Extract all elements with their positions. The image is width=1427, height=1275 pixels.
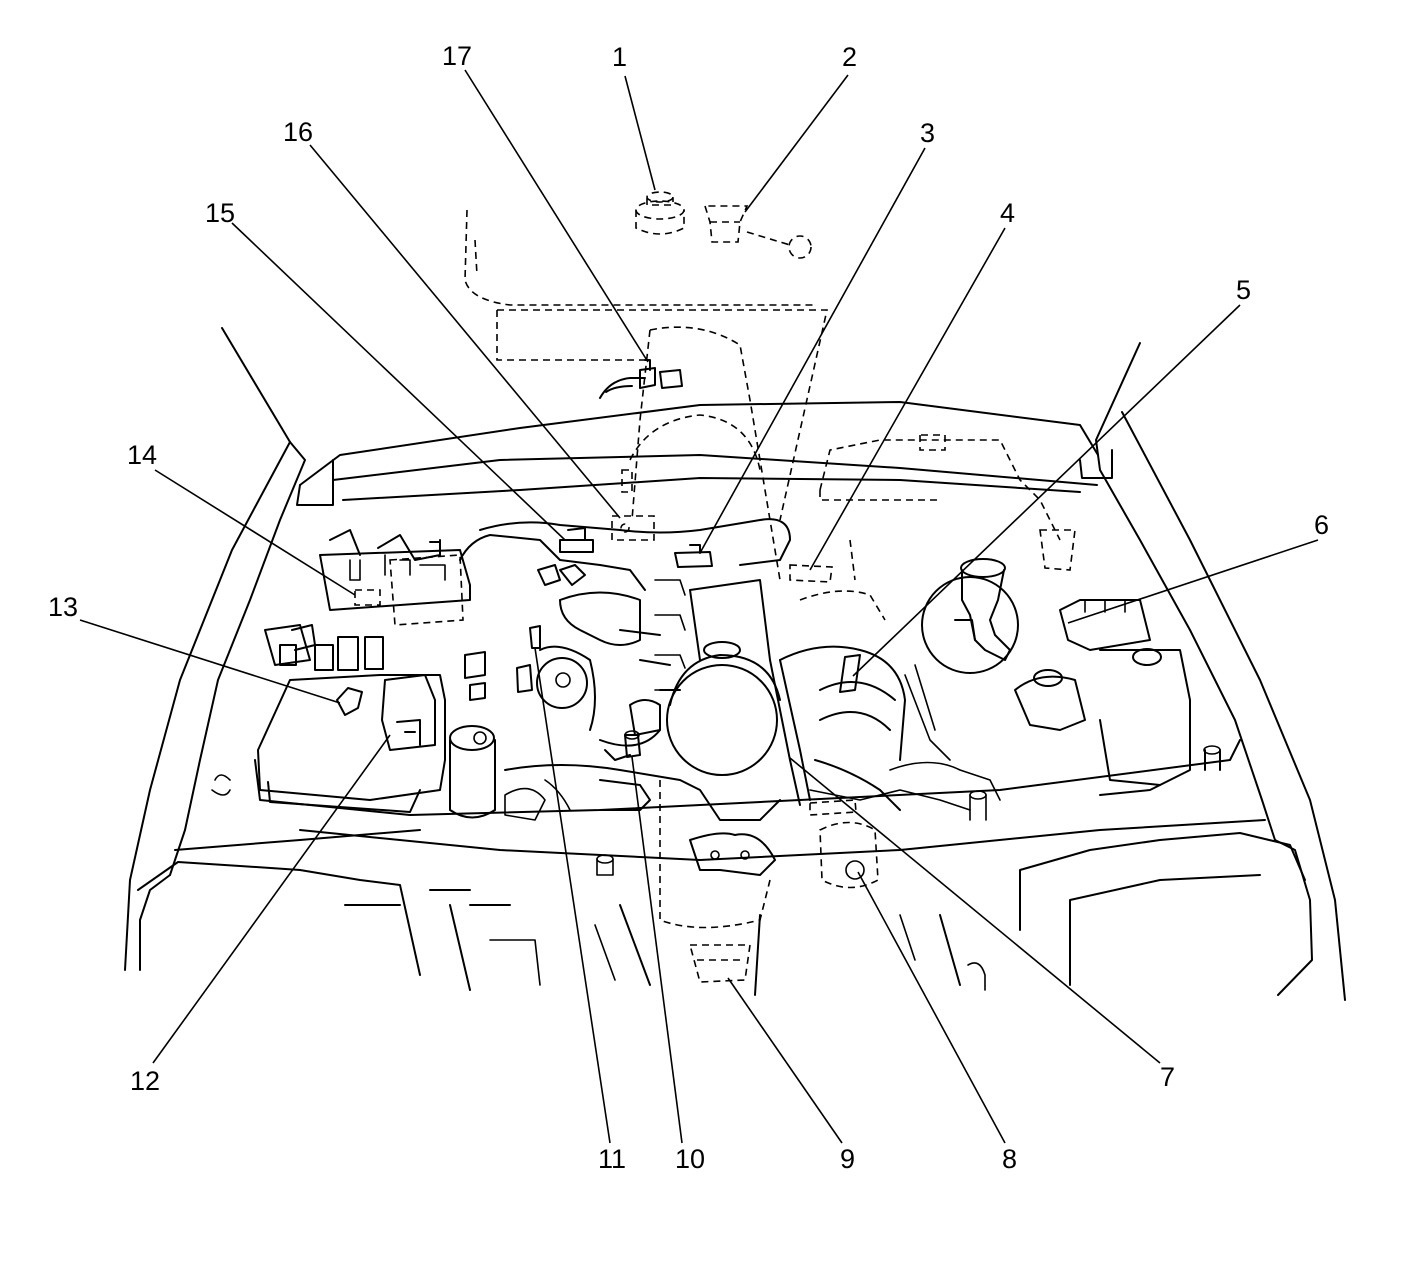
leader-16: [309, 144, 621, 519]
leader-17: [464, 69, 649, 363]
callout-8: 8: [1002, 1144, 1017, 1174]
callout-14: 14: [127, 440, 157, 470]
leader-5: [852, 304, 1241, 677]
leader-4: [809, 227, 1006, 571]
callout-12: 12: [130, 1066, 160, 1096]
leader-2: [744, 74, 849, 213]
callout-10: 10: [675, 1144, 705, 1174]
vehicle-body-outline: [124, 327, 1346, 1001]
component-symbols: [336, 359, 861, 758]
leader-8: [857, 871, 1006, 1144]
leader-11: [534, 647, 611, 1144]
callout-2: 2: [842, 42, 857, 72]
engine-assembly: [211, 518, 1221, 876]
leader-10: [631, 756, 683, 1144]
callout-1: 1: [612, 42, 627, 72]
callout-7: 7: [1160, 1062, 1175, 1092]
callout-6: 6: [1314, 510, 1329, 540]
callout-9: 9: [840, 1144, 855, 1174]
callout-5: 5: [1236, 275, 1251, 305]
leader-15: [231, 222, 566, 541]
callout-labels: 1 2 3 4 5 6 7 8 9 10 11 12 13 14 15 16 1…: [48, 41, 1329, 1174]
leader-3: [699, 147, 926, 554]
leader-1: [624, 75, 656, 191]
callout-15: 15: [205, 198, 235, 228]
leader-6: [1067, 539, 1319, 624]
callout-17: 17: [442, 41, 472, 71]
callout-4: 4: [1000, 198, 1015, 228]
hidden-component-outlines: [354, 191, 1076, 983]
callout-16: 16: [283, 117, 313, 147]
leader-9: [727, 977, 843, 1144]
leader-12: [152, 734, 391, 1064]
callout-13: 13: [48, 592, 78, 622]
callout-11: 11: [598, 1144, 626, 1174]
leader-lines: [79, 69, 1319, 1144]
leader-14: [154, 469, 356, 596]
leader-7: [789, 757, 1161, 1064]
leader-13: [79, 619, 341, 704]
callout-3: 3: [920, 118, 935, 148]
